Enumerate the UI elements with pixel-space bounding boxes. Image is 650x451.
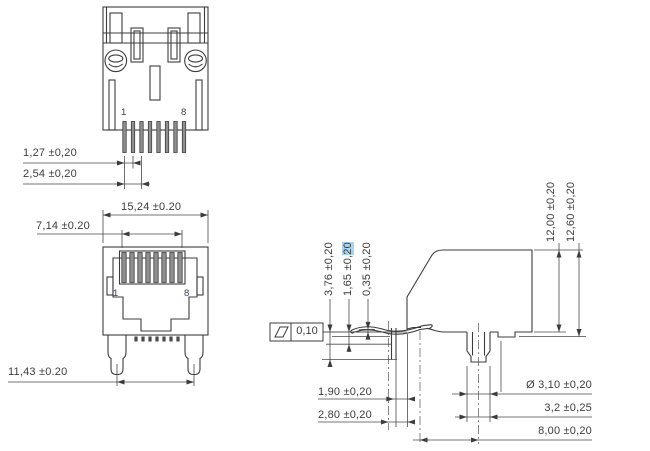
dim-standoff: 1,65 ±0,20 — [342, 242, 355, 296]
dim-pin-pitch: 2,54 ±0,20 — [23, 168, 77, 180]
side-view-centerlines — [388, 321, 479, 444]
dim-overall-height: 12,60 ±0,20 — [565, 181, 577, 242]
dim-body-width: 15,24 ±0.20 — [121, 201, 182, 213]
dim-body-height: 12,00 ±0,20 — [545, 181, 557, 242]
flatness-tolerance-value: 0,10 — [296, 325, 318, 337]
dimension-arrowheads — [103, 160, 582, 443]
dim-pin-depth: 2,80 ±0,20 — [318, 409, 372, 421]
dimension-lines — [8, 156, 592, 441]
dim-pin-pitch-half: 1,27 ±0,20 — [23, 147, 77, 159]
dim-contact-span: 7,14 ±0.20 — [36, 220, 90, 232]
front-view-pin-tips — [134, 336, 180, 342]
dim-post-offset: 8,00 ±0,20 — [538, 425, 592, 437]
dim-standoff-highlighted-text: 20 — [342, 242, 354, 255]
front-view-pin1-label: 1 — [113, 288, 119, 299]
side-view-outline — [350, 249, 533, 363]
top-view-pin1-label: 1 — [121, 107, 127, 118]
dim-hole-diameter: Ø 3,10 ±0,20 — [526, 379, 592, 391]
front-view-pin8-label: 8 — [184, 288, 190, 299]
dim-contact-height: 0,35 ±0,20 — [361, 242, 373, 296]
dim-post-width: 3,2 ±0,25 — [544, 402, 592, 414]
dim-pin-offset: 1,90 ±0,20 — [318, 386, 372, 398]
top-view-pin8-label: 8 — [181, 107, 187, 118]
flatness-symbol-icon — [274, 326, 289, 338]
front-view-contacts — [121, 252, 183, 283]
dim-standoff-prefix: 1,65 ±0, — [342, 254, 354, 296]
dim-pin-length: 3,76 ±0,20 — [323, 242, 335, 296]
flatness-tolerance-frame — [269, 322, 324, 342]
top-view-outline — [102, 6, 209, 131]
top-view-pins — [122, 121, 187, 153]
front-view-outline — [102, 246, 209, 376]
dim-post-spacing: 11,43 ±0.20 — [8, 366, 68, 378]
